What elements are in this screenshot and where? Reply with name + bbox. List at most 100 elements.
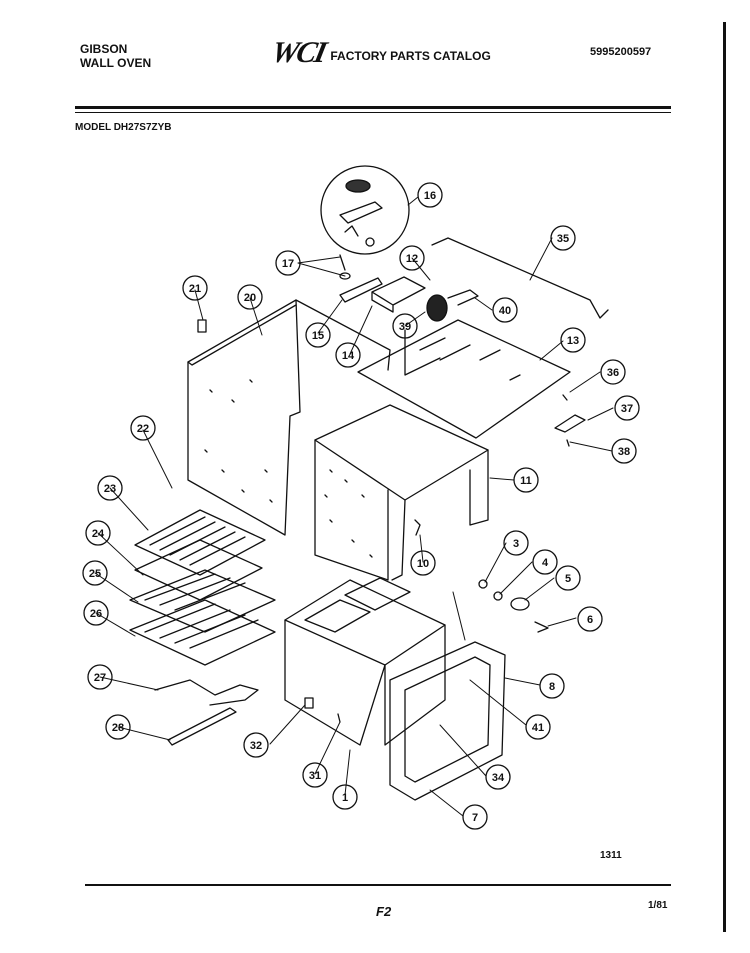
- svg-text:8: 8: [549, 681, 555, 693]
- callout-41: 41: [525, 714, 551, 740]
- svg-text:25: 25: [89, 568, 101, 580]
- callout-38: 38: [611, 438, 637, 464]
- svg-text:27: 27: [94, 672, 106, 684]
- duct-channel: [404, 329, 441, 376]
- part-32-shape: [304, 697, 314, 709]
- outer-cabinet-part: [314, 404, 489, 581]
- callout-13: 12: [399, 245, 425, 271]
- svg-text:23: 23: [104, 483, 116, 495]
- top-panel-part: [357, 319, 571, 439]
- callout-37: 37: [614, 395, 640, 421]
- footer-rule: [85, 884, 671, 886]
- callout-10: 10: [410, 550, 436, 576]
- svg-text:1: 1: [342, 792, 348, 804]
- svg-text:28: 28: [112, 722, 124, 734]
- svg-text:41: 41: [532, 722, 544, 734]
- callout-40: 40: [492, 297, 518, 323]
- svg-text:12: 12: [406, 253, 418, 265]
- callout-7: 7: [462, 804, 488, 830]
- callout-27: 27: [87, 664, 113, 690]
- svg-text:3: 3: [513, 538, 519, 550]
- latch-detail-group: [320, 165, 410, 280]
- catalog-number: 5995200597: [590, 46, 652, 58]
- latch-screw-part: [339, 272, 351, 280]
- callout-16: 16: [417, 182, 443, 208]
- reference-number: 1311: [600, 850, 622, 861]
- page-frame: [65, 22, 726, 932]
- callout-11: 11: [513, 467, 539, 493]
- callout-28: 28: [105, 714, 131, 740]
- svg-text:20: 20: [244, 292, 256, 304]
- callout-12: 13: [560, 327, 586, 353]
- callout-3: 3: [503, 530, 529, 556]
- leader-lines: [94, 196, 614, 817]
- svg-text:5: 5: [565, 573, 571, 585]
- svg-text:31: 31: [309, 770, 321, 782]
- svg-text:16: 16: [424, 190, 436, 202]
- duct-part: [371, 276, 426, 313]
- svg-text:15: 15: [312, 330, 324, 342]
- callout-17: 17: [275, 250, 301, 276]
- part-31-shape: [337, 713, 341, 723]
- part-36-shape: [562, 394, 568, 401]
- callouts: 16 17 12 35 21 20 40 39 15 14 13 36 37 3…: [82, 182, 640, 830]
- callout-39: 39: [392, 313, 418, 339]
- callout-32: 32: [243, 732, 269, 758]
- fan-blade-part: [426, 294, 448, 322]
- part-6-shape: [534, 621, 549, 633]
- callout-36: 36: [600, 359, 626, 385]
- svg-text:40: 40: [499, 305, 511, 317]
- callout-24: 24: [85, 520, 111, 546]
- baffle-part: [339, 277, 383, 303]
- revision-date: 1/81: [648, 900, 668, 911]
- header-rule-thin: [75, 112, 671, 113]
- callout-14: 14: [335, 342, 361, 368]
- callout-8: 8: [539, 673, 565, 699]
- svg-text:38: 38: [618, 446, 630, 458]
- callout-20: 20: [237, 284, 263, 310]
- oven-racks-group: [129, 569, 276, 666]
- catalog-title: FACTORY PARTS CATALOG: [330, 49, 491, 63]
- svg-text:34: 34: [492, 772, 505, 784]
- motor-bracket-part: [447, 289, 479, 306]
- svg-text:14: 14: [342, 350, 355, 362]
- callout-1: 1: [332, 784, 358, 810]
- model-label: MODEL DH27S7ZYB: [75, 122, 172, 133]
- svg-text:36: 36: [607, 367, 619, 379]
- header-brand-block: GIBSON WALL OVEN: [80, 42, 151, 70]
- svg-text:37: 37: [621, 403, 633, 415]
- part-5-shape: [510, 597, 530, 611]
- callout-5: 5: [555, 565, 581, 591]
- svg-text:21: 21: [189, 283, 201, 295]
- fan-assembly-group: [339, 276, 479, 376]
- callout-15: 15: [305, 322, 331, 348]
- product-name: WALL OVEN: [80, 56, 152, 70]
- svg-text:17: 17: [282, 258, 294, 270]
- latch-link-part: [344, 225, 359, 237]
- latch-pin-part: [365, 237, 375, 247]
- latch-pointer: [339, 254, 346, 271]
- svg-text:22: 22: [137, 423, 149, 435]
- latch-bracket-part: [339, 201, 383, 224]
- callout-35: 35: [550, 225, 576, 251]
- part-37-shape: [554, 414, 586, 433]
- callout-26: 26: [83, 600, 109, 626]
- latch-detail-circle: [320, 165, 410, 255]
- part-38-shape: [566, 439, 570, 447]
- svg-text:32: 32: [250, 740, 262, 752]
- part-3-shape: [478, 579, 488, 589]
- header-title-block: WCI FACTORY PARTS CATALOG: [269, 36, 491, 70]
- svg-text:24: 24: [92, 528, 105, 540]
- broil-pan-group: [134, 509, 266, 601]
- svg-text:11: 11: [520, 475, 532, 487]
- svg-text:7: 7: [472, 812, 478, 824]
- callout-22: 22: [130, 415, 156, 441]
- callout-4: 4: [532, 549, 558, 575]
- svg-text:6: 6: [587, 614, 593, 626]
- svg-text:26: 26: [90, 608, 102, 620]
- callout-6: 6: [577, 606, 603, 632]
- svg-text:39: 39: [399, 321, 411, 333]
- callout-34: 34: [485, 764, 511, 790]
- oven-liner-part: [284, 577, 446, 746]
